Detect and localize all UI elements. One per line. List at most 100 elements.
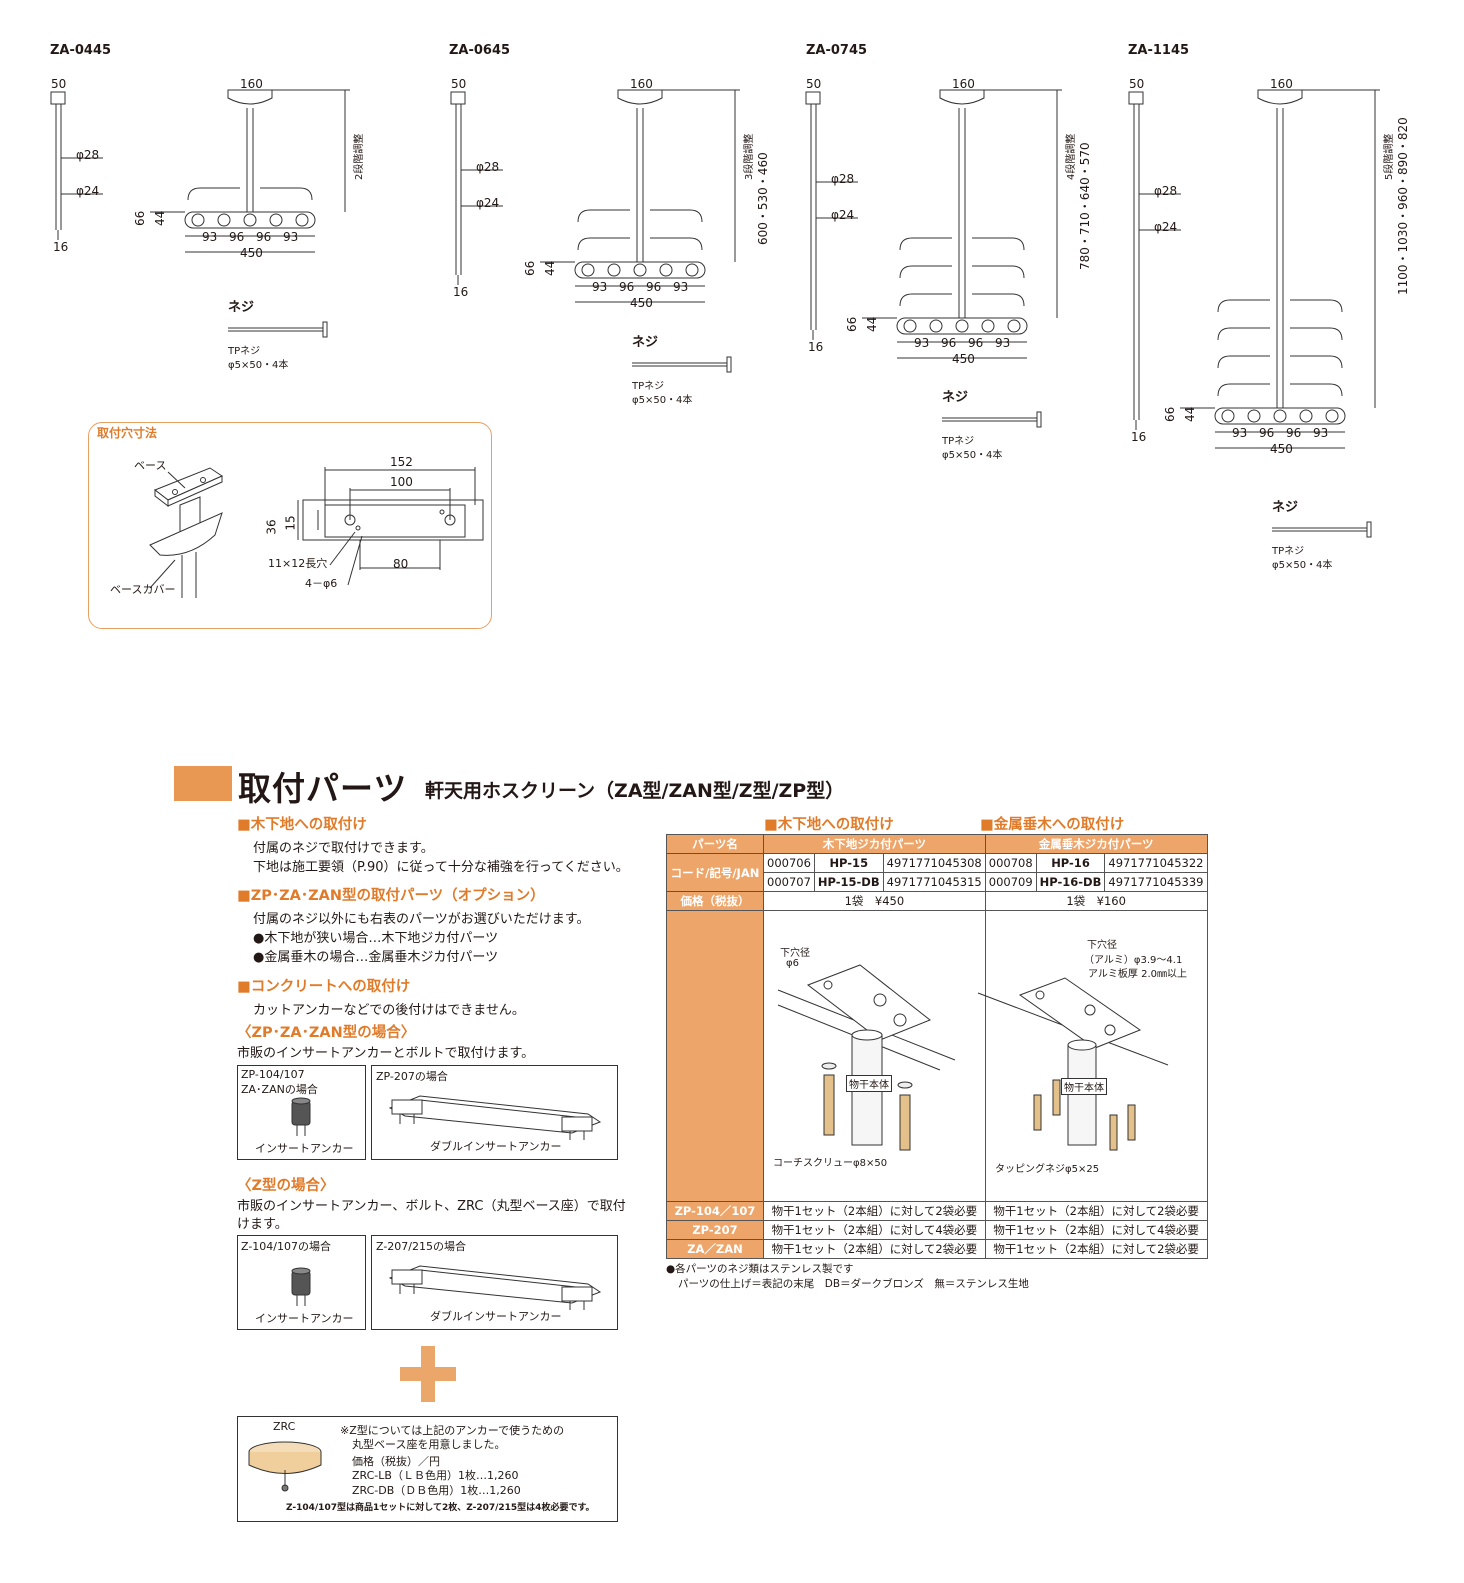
- spacing-dim: 96: [229, 230, 245, 244]
- option-heading: ■ZP･ZA･ZAN型の取付パーツ（オプション）: [237, 888, 545, 904]
- pole-width: 50: [806, 77, 822, 91]
- code-cell: 000708: [984, 853, 1037, 873]
- screw-type: TPネジ: [228, 346, 261, 357]
- req-cell: 物干1セット（2本組）に対して2袋必要: [984, 1239, 1208, 1259]
- req-cell: 物干1セット（2本組）に対して4袋必要: [984, 1220, 1208, 1240]
- wood-screw-label: コーチスクリューφ8×50: [773, 1158, 888, 1169]
- model-drawing: [50, 89, 1380, 538]
- slot-label: 11×12長穴: [268, 557, 328, 570]
- screw-type: TPネジ: [632, 381, 665, 392]
- spacing-dim: 93: [1232, 426, 1248, 440]
- zp-double-anchor-box: [371, 1065, 618, 1160]
- screw-label: ネジ: [1272, 500, 1299, 515]
- metal-thickness: アルミ板厚 2.0㎜以上: [1088, 969, 1187, 980]
- model-name: ZA-0445: [50, 43, 112, 58]
- code-cell: 000709: [984, 872, 1037, 892]
- z-heading: 〈Z型の場合〉: [237, 1178, 335, 1194]
- code-cell: HP-15-DB: [813, 872, 884, 892]
- zp-heading: 〈ZP･ZA･ZAN型の場合〉: [237, 1025, 416, 1041]
- option-text-3: ●金属垂木の場合…金属垂木ジカ付パーツ: [253, 950, 499, 965]
- z-box2-title: Z-207/215の場合: [376, 1240, 467, 1253]
- diameter-28: φ28: [831, 172, 855, 186]
- top-width: 160: [240, 77, 263, 91]
- z-text-1: 市販のインサートアンカー、ボルト、ZRC（丸型ベース座）で取付: [237, 1199, 626, 1214]
- table-note-1: ●各パーツのネジ類はステンレス製です: [666, 1263, 854, 1275]
- metal-body-label: 物干本体: [1061, 1078, 1107, 1095]
- diameter-24: φ24: [831, 208, 855, 222]
- code-cell: 4971771045339: [1104, 872, 1208, 892]
- code-cell: 4971771045315: [882, 872, 986, 892]
- wood-hole-label: 下穴径: [780, 948, 810, 959]
- spacing-dim: 96: [256, 230, 272, 244]
- metal-hole-label: 下穴径: [1087, 940, 1117, 951]
- table-note-2: パーツの仕上げ＝表記の末尾 DB＝ダークブロンズ 無＝ステンレス生地: [678, 1278, 1029, 1290]
- screw-spec: φ5×50・4本: [632, 395, 693, 406]
- diameter-28: φ28: [76, 148, 100, 162]
- dim-80: 80: [393, 557, 409, 571]
- spacing-dim: 93: [914, 336, 930, 350]
- page-title: 取付パーツ: [238, 769, 408, 808]
- top-width: 160: [630, 77, 653, 91]
- zp-box1-caption: インサートアンカー: [255, 1142, 354, 1155]
- wood-body-label: 物干本体: [846, 1075, 892, 1092]
- wood-heading: ■木下地への取付け: [237, 817, 367, 833]
- parts-table: パーツ名 木下地ジカ付パーツ 金属垂木ジカ付パーツ コード/記号/JAN 000…: [666, 834, 1208, 1259]
- metal-screw-label: タッピングネジφ5×25: [995, 1164, 1100, 1175]
- spacing-dim: 96: [968, 336, 984, 350]
- screw-type: TPネジ: [942, 436, 975, 447]
- image-row-header: [666, 910, 764, 1202]
- spacing-dim: 96: [646, 280, 662, 294]
- diameter-24: φ24: [476, 196, 500, 210]
- zrc-db-price: ZRC-DB（ＤＢ色用）1枚…1,260: [352, 1484, 521, 1497]
- diameter-28: φ28: [1154, 184, 1178, 198]
- total-width: 450: [630, 296, 653, 310]
- code-cell: HP-15: [813, 853, 884, 873]
- zrc-foot-note: Z-104/107型は商品1セットに対して2枚、Z-207/215型は4枚必要で…: [286, 1503, 595, 1513]
- zp-text: 市販のインサートアンカーとボルトで取付けます。: [237, 1046, 535, 1061]
- holes-label: 4－φ6: [305, 577, 338, 590]
- base-cover-label: ベースカバー: [110, 583, 176, 596]
- zrc-note-1: ※Z型については上記のアンカーで使うための: [340, 1424, 565, 1437]
- diameter-24: φ24: [1154, 220, 1178, 234]
- screw-spec: φ5×50・4本: [1272, 560, 1333, 571]
- z-box1-caption: インサートアンカー: [255, 1312, 354, 1325]
- model-name: ZA-0745: [806, 43, 868, 58]
- zp-box2-caption: ダブルインサートアンカー: [430, 1140, 562, 1153]
- z-insert-anchor-box: [237, 1235, 366, 1330]
- concrete-text: カットアンカーなどでの後付けはできません。: [253, 1003, 525, 1018]
- zrc-box: [237, 1416, 618, 1522]
- screw-label: ネジ: [228, 300, 255, 315]
- code-cell: 4971771045308: [882, 853, 986, 873]
- page-subtitle: 軒天用ホスクリーン（ZA型/ZAN型/Z型/ZP型）: [425, 780, 845, 802]
- spacing-dim: 96: [941, 336, 957, 350]
- screw-type: TPネジ: [1272, 546, 1305, 557]
- top-width: 160: [952, 77, 975, 91]
- diameter-24: φ24: [76, 184, 100, 198]
- req-cell: 物干1セット（2本組）に対して4袋必要: [763, 1220, 986, 1240]
- spacing-dim: 93: [995, 336, 1011, 350]
- bottom-dim: 16: [453, 285, 469, 299]
- metal-price: 1袋 ¥160: [984, 891, 1208, 911]
- wood-text-2: 下地は施工要領（P.90）に従って十分な補強を行ってください。: [253, 860, 629, 875]
- table-row: 000706: [763, 853, 815, 873]
- wood-hole-size: φ6: [786, 958, 799, 969]
- z-box2-caption: ダブルインサートアンカー: [430, 1310, 562, 1323]
- bottom-dim: 16: [53, 240, 69, 254]
- z-box1-title: Z-104/107の場合: [241, 1240, 332, 1253]
- table-metal-heading: ■金属垂木への取付け: [980, 817, 1125, 833]
- z-text-2: けます。: [237, 1217, 288, 1232]
- z-double-anchor-box: [371, 1235, 618, 1330]
- spacing-dim: 93: [673, 280, 689, 294]
- zp-insert-anchor-box: [237, 1065, 366, 1160]
- zrc-note-2: 丸型ベース座を用意しました。: [352, 1438, 506, 1451]
- zp-box1-title-1: ZP-104/107: [241, 1068, 305, 1081]
- spacing-dim: 93: [592, 280, 608, 294]
- zrc-price-label: 価格（税抜）／円: [352, 1455, 440, 1468]
- bottom-dim: 16: [1131, 430, 1147, 444]
- screw-label: ネジ: [632, 335, 659, 350]
- model-name: ZA-0645: [449, 43, 511, 58]
